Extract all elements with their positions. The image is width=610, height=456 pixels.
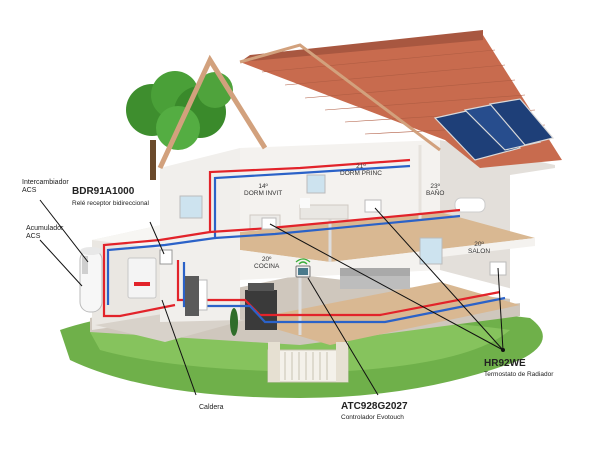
room-name: COCINA: [254, 263, 280, 270]
room-label-dorm-invit: 14º DORM INVIT: [244, 183, 282, 197]
label-acumulador: Acumulador ACS: [26, 225, 64, 240]
solar-panels: [433, 98, 555, 161]
hot-water-tank: [79, 247, 103, 313]
label-caldera: Caldera: [199, 404, 224, 411]
room-temp: 23º: [430, 183, 441, 190]
label-relay: BDR91A1000 Relé receptor bidireccional: [72, 186, 149, 208]
garden-gate: [267, 342, 349, 383]
room-name: SALON: [468, 248, 491, 255]
thermostat-model: HR92WE: [484, 358, 526, 369]
house-left-wall: [160, 148, 240, 322]
upper-floor: [240, 212, 535, 262]
room-temp: 20º: [261, 256, 272, 263]
boiler: [127, 257, 157, 299]
heating-pipes: [102, 158, 506, 324]
room-temp: 20º: [474, 241, 484, 248]
controller-model: ATC928G2027: [341, 401, 408, 412]
room-label-cocina: 20º COCINA: [254, 256, 279, 270]
relay-description: Relé receptor bidireccional: [72, 200, 149, 207]
relay-model: BDR91A1000: [72, 186, 135, 197]
roof-truss: [157, 54, 268, 170]
room-label-salon: 20º SALON: [468, 241, 490, 255]
label-thermostat: HR92WE Termostato de Radiador: [484, 358, 553, 379]
controller-description: Controlador Evotouch: [341, 414, 404, 421]
label-intercambiador: Intercambiador ACS: [22, 179, 69, 194]
evotouch-controller: [295, 265, 311, 278]
wireless-signal-icon: [295, 258, 311, 265]
thermostat-description: Termostato de Radiador: [484, 371, 554, 378]
room-name: DORM PRINC: [340, 170, 382, 177]
room-temp: 14º: [258, 183, 268, 190]
room-name: BAÑO: [426, 190, 445, 197]
room-label-dorm-princ: 21º DORM PRINC: [340, 163, 382, 177]
room-label-bano: 23º BAÑO: [426, 183, 444, 197]
leader-lines: [39, 199, 504, 396]
room-name: DORM INVIT: [244, 190, 283, 197]
room-temp: 21º: [356, 163, 366, 170]
relay-device: [159, 249, 173, 265]
label-controller: ATC928G2027 Controlador Evotouch: [341, 401, 408, 422]
